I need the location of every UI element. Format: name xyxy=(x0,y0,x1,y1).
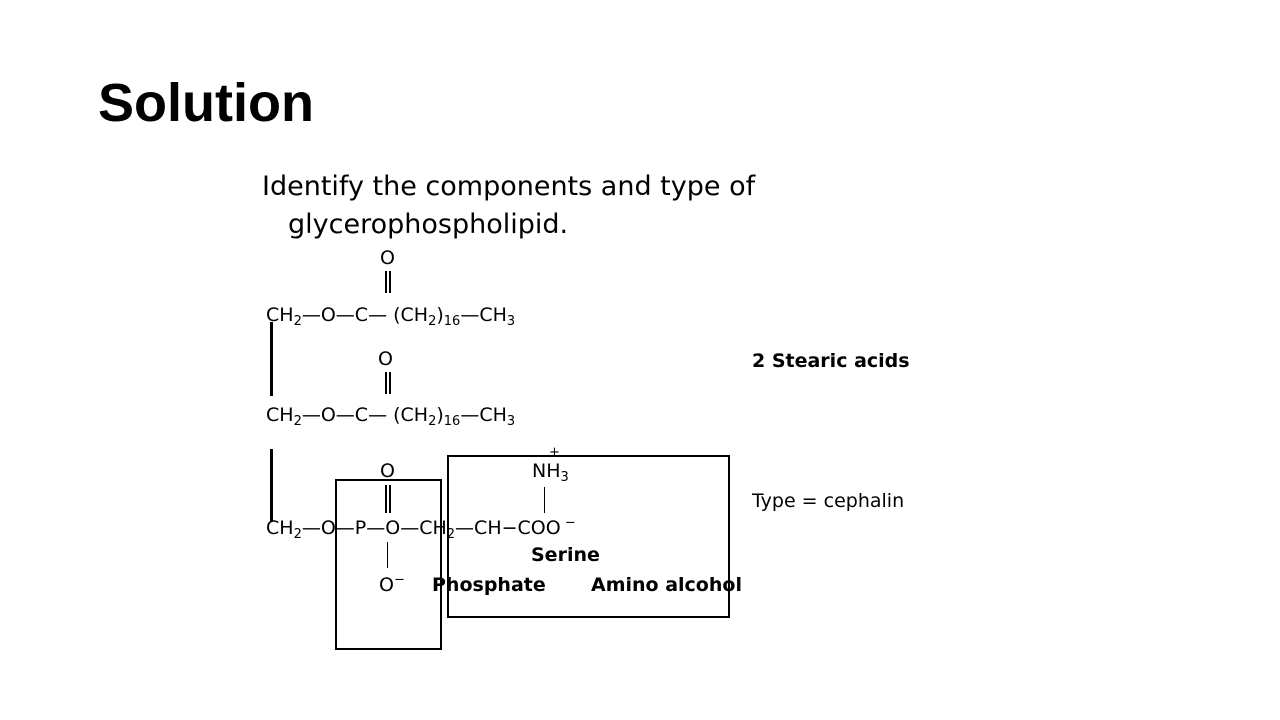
phosphate-box xyxy=(335,479,442,650)
type-label: Type = cephalin xyxy=(752,490,905,512)
amino-alcohol-label: Amino alcohol xyxy=(591,574,742,596)
oxyanion: O− xyxy=(379,572,405,596)
oxyanion-bond xyxy=(387,542,388,568)
serine-label: Serine xyxy=(531,544,600,566)
backbone-bond-upper xyxy=(270,322,273,396)
acyl-chain-2: CH2—O—C— (CH2)16—CH3 xyxy=(266,404,516,429)
amine-charge: + xyxy=(549,445,560,460)
phosphate-serine-chain: CH2—O—P—O—CH2—CH−COO − xyxy=(266,515,576,542)
double-bond-2 xyxy=(385,372,391,394)
amine-group: NH3 xyxy=(532,460,569,485)
amino-alcohol-box xyxy=(447,455,730,618)
backbone-bond-lower xyxy=(270,449,273,521)
question-line-1: Identify the components and type of xyxy=(262,171,756,202)
amine-bond xyxy=(544,487,545,513)
phosphoryl-oxygen: O xyxy=(380,460,395,482)
carbonyl-oxygen-1: O xyxy=(380,247,395,269)
double-bond-1 xyxy=(385,271,391,293)
question-line-2: glycerophospholipid. xyxy=(288,209,569,240)
page-title: Solution xyxy=(98,73,314,133)
acyl-chain-1: CH2—O—C— (CH2)16—CH3 xyxy=(266,304,516,329)
fatty-acids-label: 2 Stearic acids xyxy=(752,350,910,372)
carbonyl-oxygen-2: O xyxy=(378,348,393,370)
question-text: Identify the components and type of glyc… xyxy=(262,168,755,244)
double-bond-3 xyxy=(385,485,391,513)
phosphate-label: Phosphate xyxy=(432,574,546,596)
